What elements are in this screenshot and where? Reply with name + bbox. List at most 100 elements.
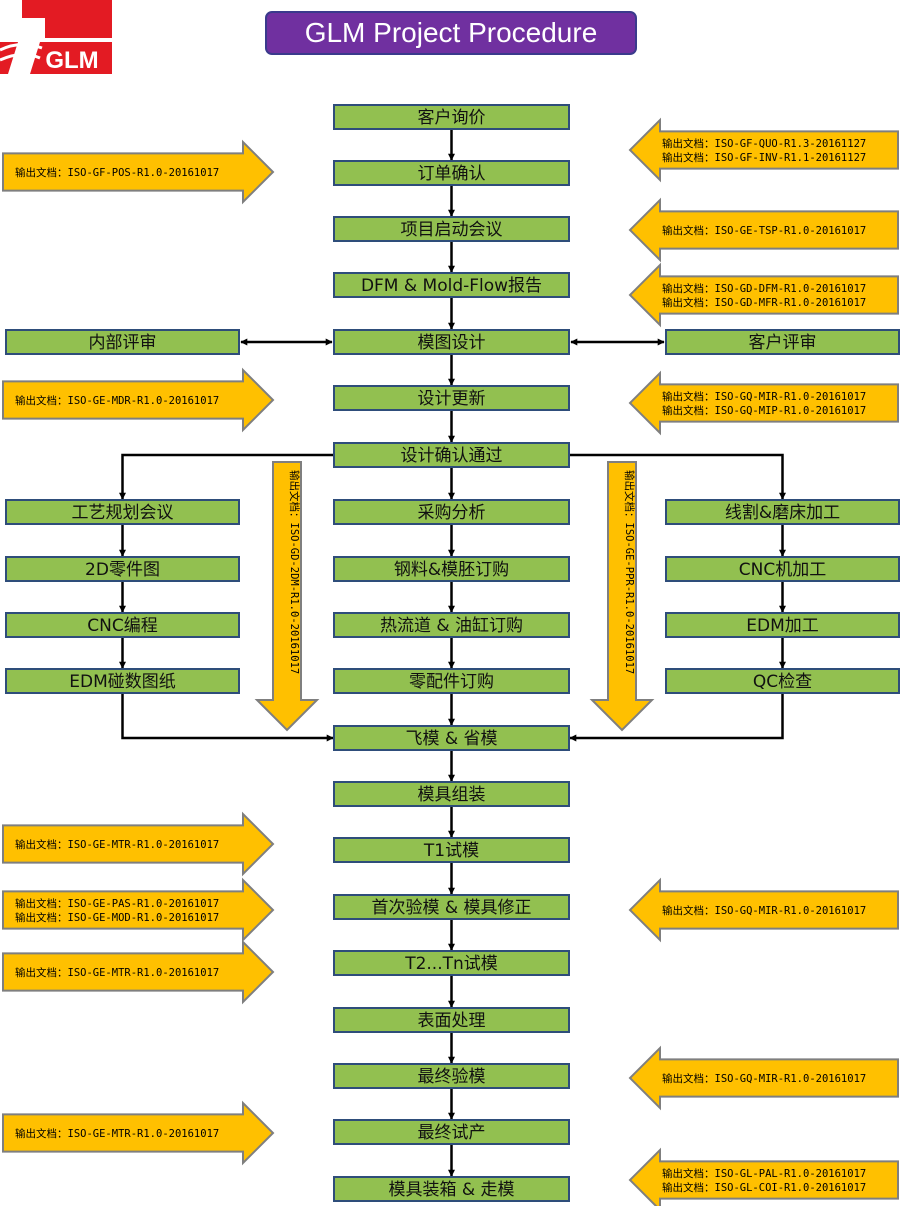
step-first_inspection: 首次验模 & 模具修正 [333,894,570,920]
output-doc-arrow-line: 输出文档：ISO-GE-MTR-R1.0-20161017 [15,1127,219,1140]
output-doc-arrow-line: 输出文档：ISO-GL-PAL-R1.0-20161017 [662,1167,866,1180]
output-doc-arrow: 输出文档：ISO-GE-MDR-R1.0-20161017 [2,367,275,433]
output-doc-arrow-line: 输出文档：ISO-GD-DFM-R1.0-20161017 [662,282,866,295]
step-cnc_machining-label: CNC机加工 [739,560,826,580]
step-surface-label: 表面处理 [418,1011,486,1031]
step-steel_order: 钢料&模胚订购 [333,556,570,582]
output-doc-arrow: 输出文档：ISO-GQ-MIR-R1.0-20161017输出文档：ISO-GQ… [628,370,899,436]
step-dfm-label: DFM & Mold-Flow报告 [361,276,542,296]
internal-review-label: 内部评审 [89,333,157,353]
step-inquiry: 客户询价 [333,104,570,130]
step-surface: 表面处理 [333,1007,570,1033]
step-design_update: 设计更新 [333,385,570,411]
step-process_meeting-label: 工艺规划会议 [72,503,174,523]
output-doc-arrow-line: 输出文档：ISO-GF-QUO-R1.3-20161127 [662,137,866,150]
output-doc-arrow-line: 输出文档：ISO-GQ-MIR-R1.0-20161017 [662,390,866,403]
step-first_inspection-label: 首次验模 & 模具修正 [371,898,531,918]
step-assembly: 模具组装 [333,781,570,807]
branch-left-arrow [119,453,334,500]
output-doc-vertical-arrow: 输出文档：ISO-GD-2DM-R1.0-20161017 [254,461,320,732]
step-inquiry-label: 客户询价 [418,108,486,128]
output-doc-arrow: 输出文档：ISO-GF-QUO-R1.3-20161127输出文档：ISO-GF… [628,117,899,183]
step-cnc_program: CNC编程 [5,612,240,638]
branch-right-arrow [569,453,786,500]
output-doc-arrow-line: 输出文档：ISO-GQ-MIR-R1.0-20161017 [662,904,866,917]
step-qc-label: QC检查 [753,672,812,692]
step-design_update-label: 设计更新 [418,389,486,409]
step-hotrunner_order-label: 热流道 & 油缸订购 [380,615,523,636]
step-assembly-label: 模具组装 [418,785,486,805]
step-final_inspection: 最终验模 [333,1063,570,1089]
step-final_inspection-label: 最终验模 [418,1067,486,1087]
output-doc-arrow: 输出文档：ISO-GD-DFM-R1.0-20161017输出文档：ISO-GD… [628,262,899,328]
step-wire_grind-label: 线割&磨床加工 [725,503,840,523]
output-doc-arrow: 输出文档：ISO-GL-PAL-R1.0-20161017输出文档：ISO-GL… [628,1147,899,1206]
output-doc-arrow-line: 输出文档：ISO-GE-MTR-R1.0-20161017 [15,966,219,979]
step-parts_order: 零配件订购 [333,668,570,694]
step-cnc_machining: CNC机加工 [665,556,900,582]
output-doc-arrow-line: 输出文档：ISO-GE-MTR-R1.0-20161017 [15,838,219,851]
step-cnc_program-label: CNC编程 [87,616,157,636]
step-t2tn-label: T2...Tn试模 [404,954,498,974]
page-title: GLM Project Procedure [265,11,637,55]
step-edm_drawing: EDM碰数图纸 [5,668,240,694]
step-t2tn: T2...Tn试模 [333,950,570,976]
output-doc-arrow: 输出文档：ISO-GQ-MIR-R1.0-20161017 [628,877,899,943]
output-doc-arrow: 输出文档：ISO-GE-MTR-R1.0-20161017 [2,939,275,1005]
internal-review: 内部评审 [5,329,240,355]
merge-right-arrow [569,694,784,742]
step-parts_order-label: 零配件订购 [409,672,494,692]
step-purchase_analysis-label: 采购分析 [418,503,486,523]
output-doc-vertical-arrow: 输出文档：ISO-GE-PPR-R1.0-20161017 [589,461,655,732]
step-drawing_2d-label: 2D零件图 [85,560,160,580]
output-doc-arrow-line: 输出文档：ISO-GD-MFR-R1.0-20161017 [662,296,866,309]
output-doc-arrow-line: 输出文档：ISO-GE-PAS-R1.0-20161017 [15,897,219,910]
output-doc-arrow-line: 输出文档：ISO-GQ-MIP-R1.0-20161017 [662,404,866,417]
step-packing: 模具装箱 & 走模 [333,1176,570,1202]
step-purchase_analysis: 采购分析 [333,499,570,525]
output-doc-arrow: 输出文档：ISO-GE-PAS-R1.0-20161017输出文档：ISO-GE… [2,877,275,943]
step-order: 订单确认 [333,160,570,186]
step-design_approved-label: 设计确认通过 [401,446,503,466]
output-doc-arrow-line: 输出文档：ISO-GE-MOD-R1.0-20161017 [15,911,219,924]
step-dfm: DFM & Mold-Flow报告 [333,272,570,298]
step-final_trial-label: 最终试产 [418,1123,486,1143]
glm-logo: GLM [0,0,112,74]
output-doc-vertical-arrow-label: 输出文档：ISO-GD-2DM-R1.0-20161017 [288,470,301,674]
output-doc-arrow-line: 输出文档：ISO-GQ-MIR-R1.0-20161017 [662,1072,866,1085]
step-final_trial: 最终试产 [333,1119,570,1145]
output-doc-arrow-line: 输出文档：ISO-GF-POS-R1.0-20161017 [15,166,219,179]
output-doc-arrow: 输出文档：ISO-GQ-MIR-R1.0-20161017 [628,1045,899,1111]
step-drawing_2d: 2D零件图 [5,556,240,582]
output-doc-arrow-line: 输出文档：ISO-GE-MDR-R1.0-20161017 [15,394,219,407]
customer-review-label: 客户评审 [749,333,817,353]
step-order-label: 订单确认 [418,164,486,184]
output-doc-arrow: 输出文档：ISO-GE-MTR-R1.0-20161017 [2,1100,275,1166]
step-kickoff: 项目启动会议 [333,216,570,242]
output-doc-arrow-line: 输出文档：ISO-GL-COI-R1.0-20161017 [662,1181,866,1194]
output-doc-vertical-arrow-label: 输出文档：ISO-GE-PPR-R1.0-20161017 [623,470,636,674]
step-t1: T1试模 [333,837,570,863]
step-process_meeting: 工艺规划会议 [5,499,240,525]
step-wire_grind: 线割&磨床加工 [665,499,900,525]
step-steel_order-label: 钢料&模胚订购 [394,560,509,580]
output-doc-arrow: 输出文档：ISO-GE-MTR-R1.0-20161017 [2,811,275,877]
step-fitting: 飞模 & 省模 [333,725,570,751]
output-doc-arrow: 输出文档：ISO-GF-POS-R1.0-20161017 [2,139,275,205]
customer-review: 客户评审 [665,329,900,355]
step-hotrunner_order: 热流道 & 油缸订购 [333,612,570,638]
step-kickoff-label: 项目启动会议 [401,220,503,240]
step-design: 模图设计 [333,329,570,355]
output-doc-arrow: 输出文档：ISO-GE-TSP-R1.0-20161017 [628,197,899,263]
merge-left-arrow [121,694,334,742]
step-design-label: 模图设计 [418,333,486,353]
step-edm_machining-label: EDM加工 [746,616,819,636]
output-doc-arrow-line: 输出文档：ISO-GE-TSP-R1.0-20161017 [662,224,866,237]
output-doc-arrow-line: 输出文档：ISO-GF-INV-R1.1-20161127 [662,151,866,164]
logo-text: GLM [45,47,98,74]
step-edm_drawing-label: EDM碰数图纸 [69,672,176,692]
step-packing-label: 模具装箱 & 走模 [388,1180,514,1200]
step-edm_machining: EDM加工 [665,612,900,638]
step-t1-label: T1试模 [423,841,479,861]
